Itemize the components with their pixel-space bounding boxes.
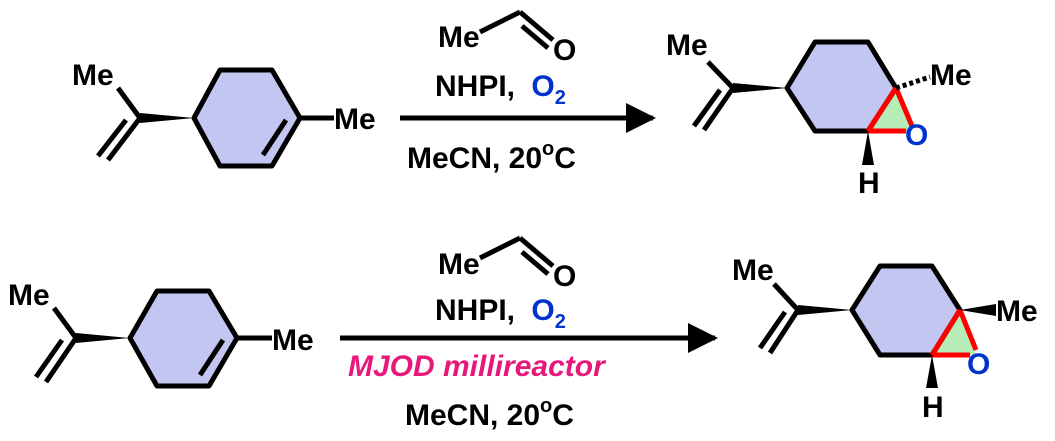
reactant-2-isopropenyl-double-b <box>33 338 65 379</box>
conditions-2-unit: C <box>552 399 574 432</box>
conditions-2: Me O NHPI, O2 MJOD millireactor MeCN, 20… <box>340 235 718 432</box>
product-2-o-label: O <box>967 348 990 381</box>
reactant-1-ring <box>191 67 303 169</box>
reactant-1-me-right: Me <box>334 103 376 136</box>
reactant-1-isopropenyl-double-b <box>96 118 128 158</box>
conditions-1-oxygen-subscript: 2 <box>555 87 566 109</box>
product-2-wedge-h <box>926 355 938 388</box>
conditions-1-nhpi-text: NHPI, <box>435 70 515 103</box>
product-1-isopropenyl-double-a <box>701 86 736 132</box>
product-2-isopropenyl-double-b <box>757 310 788 350</box>
conditions-1-solvent: MeCN, 20oC <box>407 138 576 175</box>
conditions-1-aldehyde-o: O <box>553 34 576 67</box>
reactant-2-me-right: Me <box>272 324 314 357</box>
conditions-1-degree: o <box>542 138 554 160</box>
reaction-1: Me Me Me O NHPI, O2 MeCN, 20oC <box>72 9 972 200</box>
product-1-o-label: O <box>905 119 928 152</box>
product-2-me-top: Me <box>732 254 774 287</box>
conditions-2-degree: o <box>540 395 552 417</box>
product-2-h-label: H <box>922 391 944 424</box>
product-1-red-bond-cc <box>865 86 899 133</box>
product-1-red-bond-oc-top <box>893 87 915 127</box>
product-2-me-right: Me <box>996 295 1038 328</box>
product-2-isopropenyl-bond-up <box>772 282 800 312</box>
conditions-1-oxygen: O <box>531 70 554 103</box>
reaction-2: Me Me Me O NHPI, O2 MJOD millireactor Me… <box>8 235 1038 432</box>
conditions-2-aldehyde-bond <box>478 235 522 261</box>
product-1-h-label: H <box>858 167 880 200</box>
product-1-me-right: Me <box>930 59 972 92</box>
conditions-1-aldehyde-me: Me <box>438 21 480 54</box>
reactant-1-wedge-bond <box>140 113 194 123</box>
product-1-isopropenyl-bond-up <box>706 60 735 90</box>
conditions-1-solvent-text: MeCN, 20 <box>407 142 542 175</box>
conditions-2-solvent-text: MeCN, 20 <box>405 399 540 432</box>
product-2-red-bond-cc <box>929 308 963 357</box>
product-2-red-bond-oc-top <box>957 309 979 351</box>
reactant-2-isopropenyl-bond-up <box>51 306 79 340</box>
reactant-2-wedge-bond <box>76 333 130 343</box>
conditions-2-aldehyde-me: Me <box>438 248 480 281</box>
product-1-me-top: Me <box>666 29 708 62</box>
product-2-isopropenyl-double-a <box>767 308 801 355</box>
conditions-2-aldehyde-o: O <box>553 260 576 293</box>
conditions-2-device: MJOD millireactor <box>348 350 607 383</box>
reactant-1-isopropenyl-double-a <box>106 116 142 162</box>
conditions-2-nhpi: NHPI, O2 <box>435 294 566 333</box>
reactant-1-limonene: Me Me <box>72 59 376 169</box>
product-2-epoxide: O Me H Me <box>732 254 1038 424</box>
reactant-1-me-top: Me <box>72 59 114 92</box>
conditions-1-aldehyde-bond <box>478 9 522 35</box>
conditions-2-oxygen: O <box>531 294 554 327</box>
product-1-epoxide: O Me H Me <box>666 29 972 200</box>
conditions-2-nhpi-text: NHPI, <box>435 294 515 327</box>
conditions-2-aldehyde-co-bond-a <box>518 236 555 268</box>
product-2-wedge-bond <box>798 305 852 315</box>
product-1-isopropenyl-double-b <box>691 88 723 128</box>
conditions-2-solvent: MeCN, 20oC <box>405 395 574 432</box>
reactant-1-isopropenyl-bond-up <box>115 86 143 120</box>
product-1-hashed-methyl <box>895 74 931 91</box>
conditions-1-nhpi: NHPI, O2 <box>435 70 566 109</box>
product-1-wedge-h <box>862 131 874 165</box>
reactant-2-ring-double-bond <box>197 338 226 377</box>
product-1-wedge-bond <box>733 83 787 93</box>
conditions-1-aldehyde-co-bond-a <box>518 10 555 42</box>
conditions-2-aldehyde-co-bond-b <box>520 250 550 276</box>
reactant-2-ring <box>127 288 240 389</box>
reactant-2-limonene: Me Me <box>8 279 314 389</box>
product-1-epoxide-fill <box>868 88 912 131</box>
reactant-2-me-top: Me <box>8 279 50 312</box>
reactant-1-ring-double-bond <box>260 118 289 157</box>
conditions-1-aldehyde-co-bond-b <box>520 24 550 50</box>
product-2-epoxide-fill <box>932 310 976 355</box>
product-2-wedge-methyl <box>960 304 996 316</box>
conditions-1: Me O NHPI, O2 MeCN, 20oC <box>400 9 656 175</box>
conditions-2-oxygen-subscript: 2 <box>555 311 566 333</box>
conditions-1-unit: C <box>554 142 576 175</box>
reactant-2-isopropenyl-double-a <box>43 336 79 384</box>
